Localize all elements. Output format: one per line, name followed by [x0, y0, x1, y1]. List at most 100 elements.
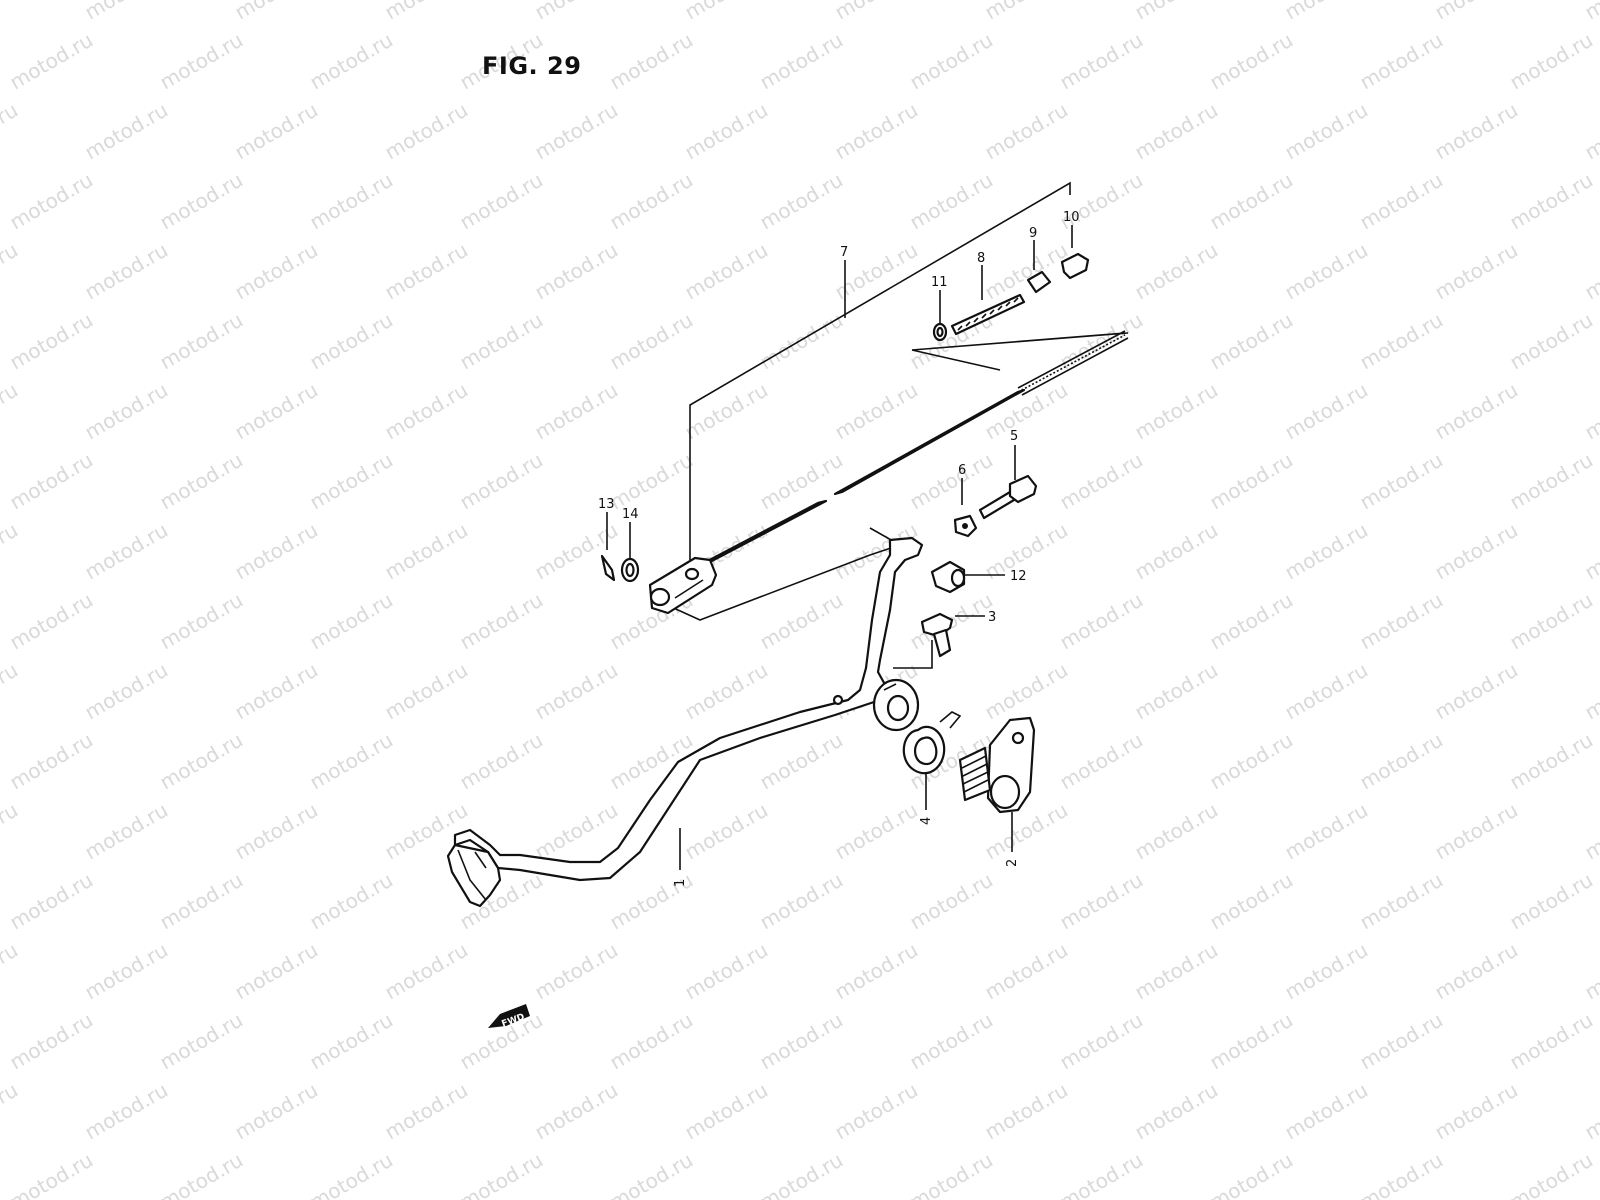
watermark-text: motod.ru [156, 168, 247, 235]
watermark-text: motod.ru [831, 98, 922, 165]
watermark-text: motod.ru [231, 98, 322, 165]
watermark-text: motod.ru [1431, 1078, 1522, 1145]
watermark-text: motod.ru [981, 98, 1072, 165]
watermark-text: motod.ru [81, 98, 172, 165]
watermark-text: motod.ru [906, 168, 997, 235]
watermark-text: motod.ru [531, 98, 622, 165]
watermark-text: motod.ru [156, 1008, 247, 1075]
watermark-text: motod.ru [1431, 378, 1522, 445]
watermark-text: motod.ru [1581, 0, 1600, 24]
watermark-text: motod.ru [1281, 1078, 1372, 1145]
watermark-text: motod.ru [1581, 658, 1600, 725]
callout-labels: 1 2 3 4 5 6 7 8 9 10 11 12 13 14 [598, 210, 1080, 887]
watermark-text: motod.ru [6, 1008, 97, 1075]
watermark-text: motod.ru [681, 378, 772, 445]
watermark-text: motod.ru [531, 938, 622, 1005]
watermark-text: motod.ru [606, 168, 697, 235]
watermark-text: motod.ru [531, 1078, 622, 1145]
watermark-text: motod.ru [1056, 448, 1147, 515]
watermark-text: motod.ru [306, 448, 397, 515]
watermark-text: motod.ru [1506, 1008, 1597, 1075]
watermark-text: motod.ru [906, 448, 997, 515]
watermark-text: motod.ru [0, 658, 22, 725]
watermark-text: motod.ru [6, 1148, 97, 1200]
watermark-text: motod.ru [1206, 168, 1297, 235]
watermark-text: motod.ru [306, 168, 397, 235]
watermark-text: motod.ru [531, 378, 622, 445]
watermark-text: motod.ru [306, 728, 397, 795]
bolt-and-nut [953, 474, 1038, 538]
cotter-pin-and-washer [600, 554, 640, 583]
brake-pedal [446, 536, 924, 908]
watermark-text: motod.ru [0, 378, 22, 445]
watermark-text: motod.ru [0, 1078, 22, 1145]
watermark-text: motod.ru [756, 28, 847, 95]
watermark-text: motod.ru [756, 868, 847, 935]
watermark-text: motod.ru [1281, 658, 1372, 725]
watermark-text: motod.ru [1581, 798, 1600, 865]
watermark-text: motod.ru [231, 378, 322, 445]
watermark-text: motod.ru [81, 798, 172, 865]
watermark-text: motod.ru [606, 448, 697, 515]
watermark-text: motod.ru [1356, 28, 1447, 95]
callout-13: 13 [598, 497, 615, 512]
watermark-text: motod.ru [906, 1148, 997, 1200]
watermark-text: motod.ru [906, 868, 997, 935]
watermark-text: motod.ru [756, 1148, 847, 1200]
watermark-text: motod.ru [681, 98, 772, 165]
watermark-text: motod.ru [1356, 1148, 1447, 1200]
watermark-text: motod.ru [156, 588, 247, 655]
watermark-text: motod.ru [1581, 98, 1600, 165]
callout-12: 12 [1010, 569, 1027, 584]
watermark-text: motod.ru [231, 518, 322, 585]
watermark-text: motod.ru [1131, 518, 1222, 585]
watermark-text: motod.ru [6, 448, 97, 515]
watermark-text: motod.ru [1056, 588, 1147, 655]
watermark-text: motod.ru [1431, 658, 1522, 725]
watermark-text: motod.ru [1131, 98, 1222, 165]
watermark-text: motod.ru [1056, 1148, 1147, 1200]
figure-title: FIG. 29 [482, 52, 582, 80]
watermark-text: motod.ru [306, 868, 397, 935]
watermark-text: motod.ru [1056, 1008, 1147, 1075]
watermark-text: motod.ru [1206, 1008, 1297, 1075]
watermark-text: motod.ru [81, 1078, 172, 1145]
watermark-text: motod.ru [1131, 0, 1222, 24]
watermark-text: motod.ru [1281, 938, 1372, 1005]
watermark-text: motod.ru [981, 938, 1072, 1005]
spring-and-shaft [902, 711, 1036, 814]
watermark-text: motod.ru [681, 938, 772, 1005]
watermark-text: motod.ru [1206, 588, 1297, 655]
watermark-text: motod.ru [981, 1078, 1072, 1145]
callout-10: 10 [1063, 210, 1080, 225]
watermark-text: motod.ru [831, 0, 922, 24]
watermark-text: motod.ru [0, 518, 22, 585]
watermark-text: motod.ru [1581, 938, 1600, 1005]
watermark-text: motod.ru [1506, 28, 1597, 95]
watermark-text: motod.ru [1281, 518, 1372, 585]
watermark-text: motod.ru [306, 28, 397, 95]
watermark-text: motod.ru [231, 238, 322, 305]
watermark-text: motod.ru [606, 868, 697, 935]
watermark-text: motod.ru [456, 588, 547, 655]
watermark-text: motod.ru [681, 658, 772, 725]
watermark-text: motod.ru [456, 728, 547, 795]
watermark-text: motod.ru [1431, 0, 1522, 24]
watermark-text: motod.ru [681, 798, 772, 865]
watermark-text: motod.ru [1356, 588, 1447, 655]
pin-and-bolt [920, 560, 966, 658]
watermark-text: motod.ru [1506, 588, 1597, 655]
watermark-text: motod.ru [681, 238, 772, 305]
watermark-text: motod.ru [1506, 448, 1597, 515]
watermark-text: motod.ru [6, 28, 97, 95]
callout-3: 3 [988, 610, 996, 625]
watermark-text: motod.ru [231, 0, 322, 24]
watermark-text: motod.ru [1506, 308, 1597, 375]
watermark-text: motod.ru [231, 1078, 322, 1145]
watermark-text: motod.ru [1281, 378, 1372, 445]
watermark-text: motod.ru [1581, 378, 1600, 445]
watermark-text: motod.ru [681, 0, 772, 24]
watermark-text: motod.ru [0, 798, 22, 865]
watermark-text: motod.ru [756, 168, 847, 235]
